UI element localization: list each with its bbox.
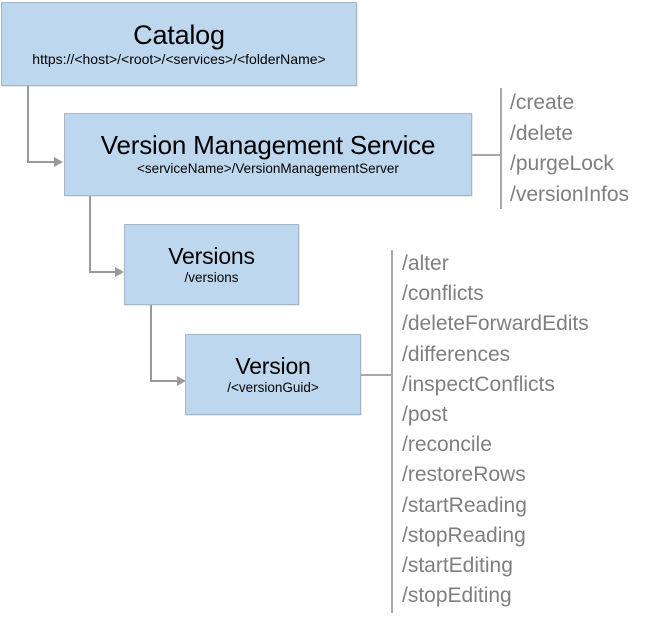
bracket-service-operations-stem — [472, 154, 501, 156]
service-operations-list: /create /delete /purgeLock /versionInfos — [510, 88, 629, 210]
node-version-management-service-subtitle: <serviceName>/VersionManagementServer — [137, 161, 399, 177]
arrow-head-icon — [177, 376, 186, 386]
connector-service-to-versions-vertical — [89, 196, 91, 273]
node-version-management-service-title: Version Management Service — [100, 129, 436, 160]
arrow-head-icon — [54, 157, 63, 167]
operation-item[interactable]: /reconcile — [402, 433, 492, 457]
node-versions[interactable]: Versions /versions — [124, 224, 299, 305]
operation-item[interactable]: /inspectConflicts — [402, 372, 555, 396]
node-version-title: Version — [235, 352, 311, 379]
arrow-head-icon — [115, 267, 124, 277]
node-versions-title: Versions — [168, 242, 255, 269]
operation-item[interactable]: /stopEditing — [402, 584, 512, 608]
operation-item[interactable]: /differences — [402, 342, 511, 366]
bracket-version-operations-stem — [361, 374, 392, 376]
connector-versions-to-version-horizontal — [150, 380, 179, 382]
node-catalog-subtitle: https://<host>/<root>/<services>/<folder… — [32, 50, 326, 67]
operation-item[interactable]: /stopReading — [402, 523, 526, 547]
operation-item[interactable]: /create — [510, 91, 575, 114]
operation-item[interactable]: /post — [402, 403, 448, 427]
operation-item[interactable]: /delete — [510, 121, 574, 145]
operation-item[interactable]: /conflicts — [402, 282, 484, 306]
operation-item[interactable]: /versionInfos — [510, 182, 630, 206]
bracket-version-operations-spine — [391, 250, 393, 613]
operation-item[interactable]: /startReading — [402, 493, 527, 517]
version-operations-list: /alter /conflicts /deleteForwardEdits /d… — [402, 249, 589, 611]
connector-catalog-to-service-vertical — [27, 86, 29, 163]
operation-item[interactable]: /restoreRows — [402, 463, 526, 487]
bracket-service-operations-spine — [500, 88, 502, 209]
connector-versions-to-version-vertical — [150, 305, 152, 382]
node-catalog-title: Catalog — [133, 19, 225, 50]
operation-item[interactable]: /purgeLock — [510, 152, 614, 175]
node-version-subtitle: /<versionGuid> — [227, 379, 319, 395]
node-version[interactable]: Version /<versionGuid> — [185, 334, 361, 415]
connector-service-to-versions-horizontal — [89, 271, 117, 273]
operation-item[interactable]: /deleteForwardEdits — [402, 312, 589, 336]
node-catalog[interactable]: Catalog https://<host>/<root>/<services>… — [1, 2, 357, 86]
node-versions-subtitle: /versions — [184, 269, 239, 285]
operation-item[interactable]: /startEditing — [402, 554, 513, 578]
connector-catalog-to-service-horizontal — [27, 161, 56, 163]
node-version-management-service[interactable]: Version Management Service <serviceName>… — [64, 113, 472, 196]
operation-item[interactable]: /alter — [402, 252, 449, 275]
